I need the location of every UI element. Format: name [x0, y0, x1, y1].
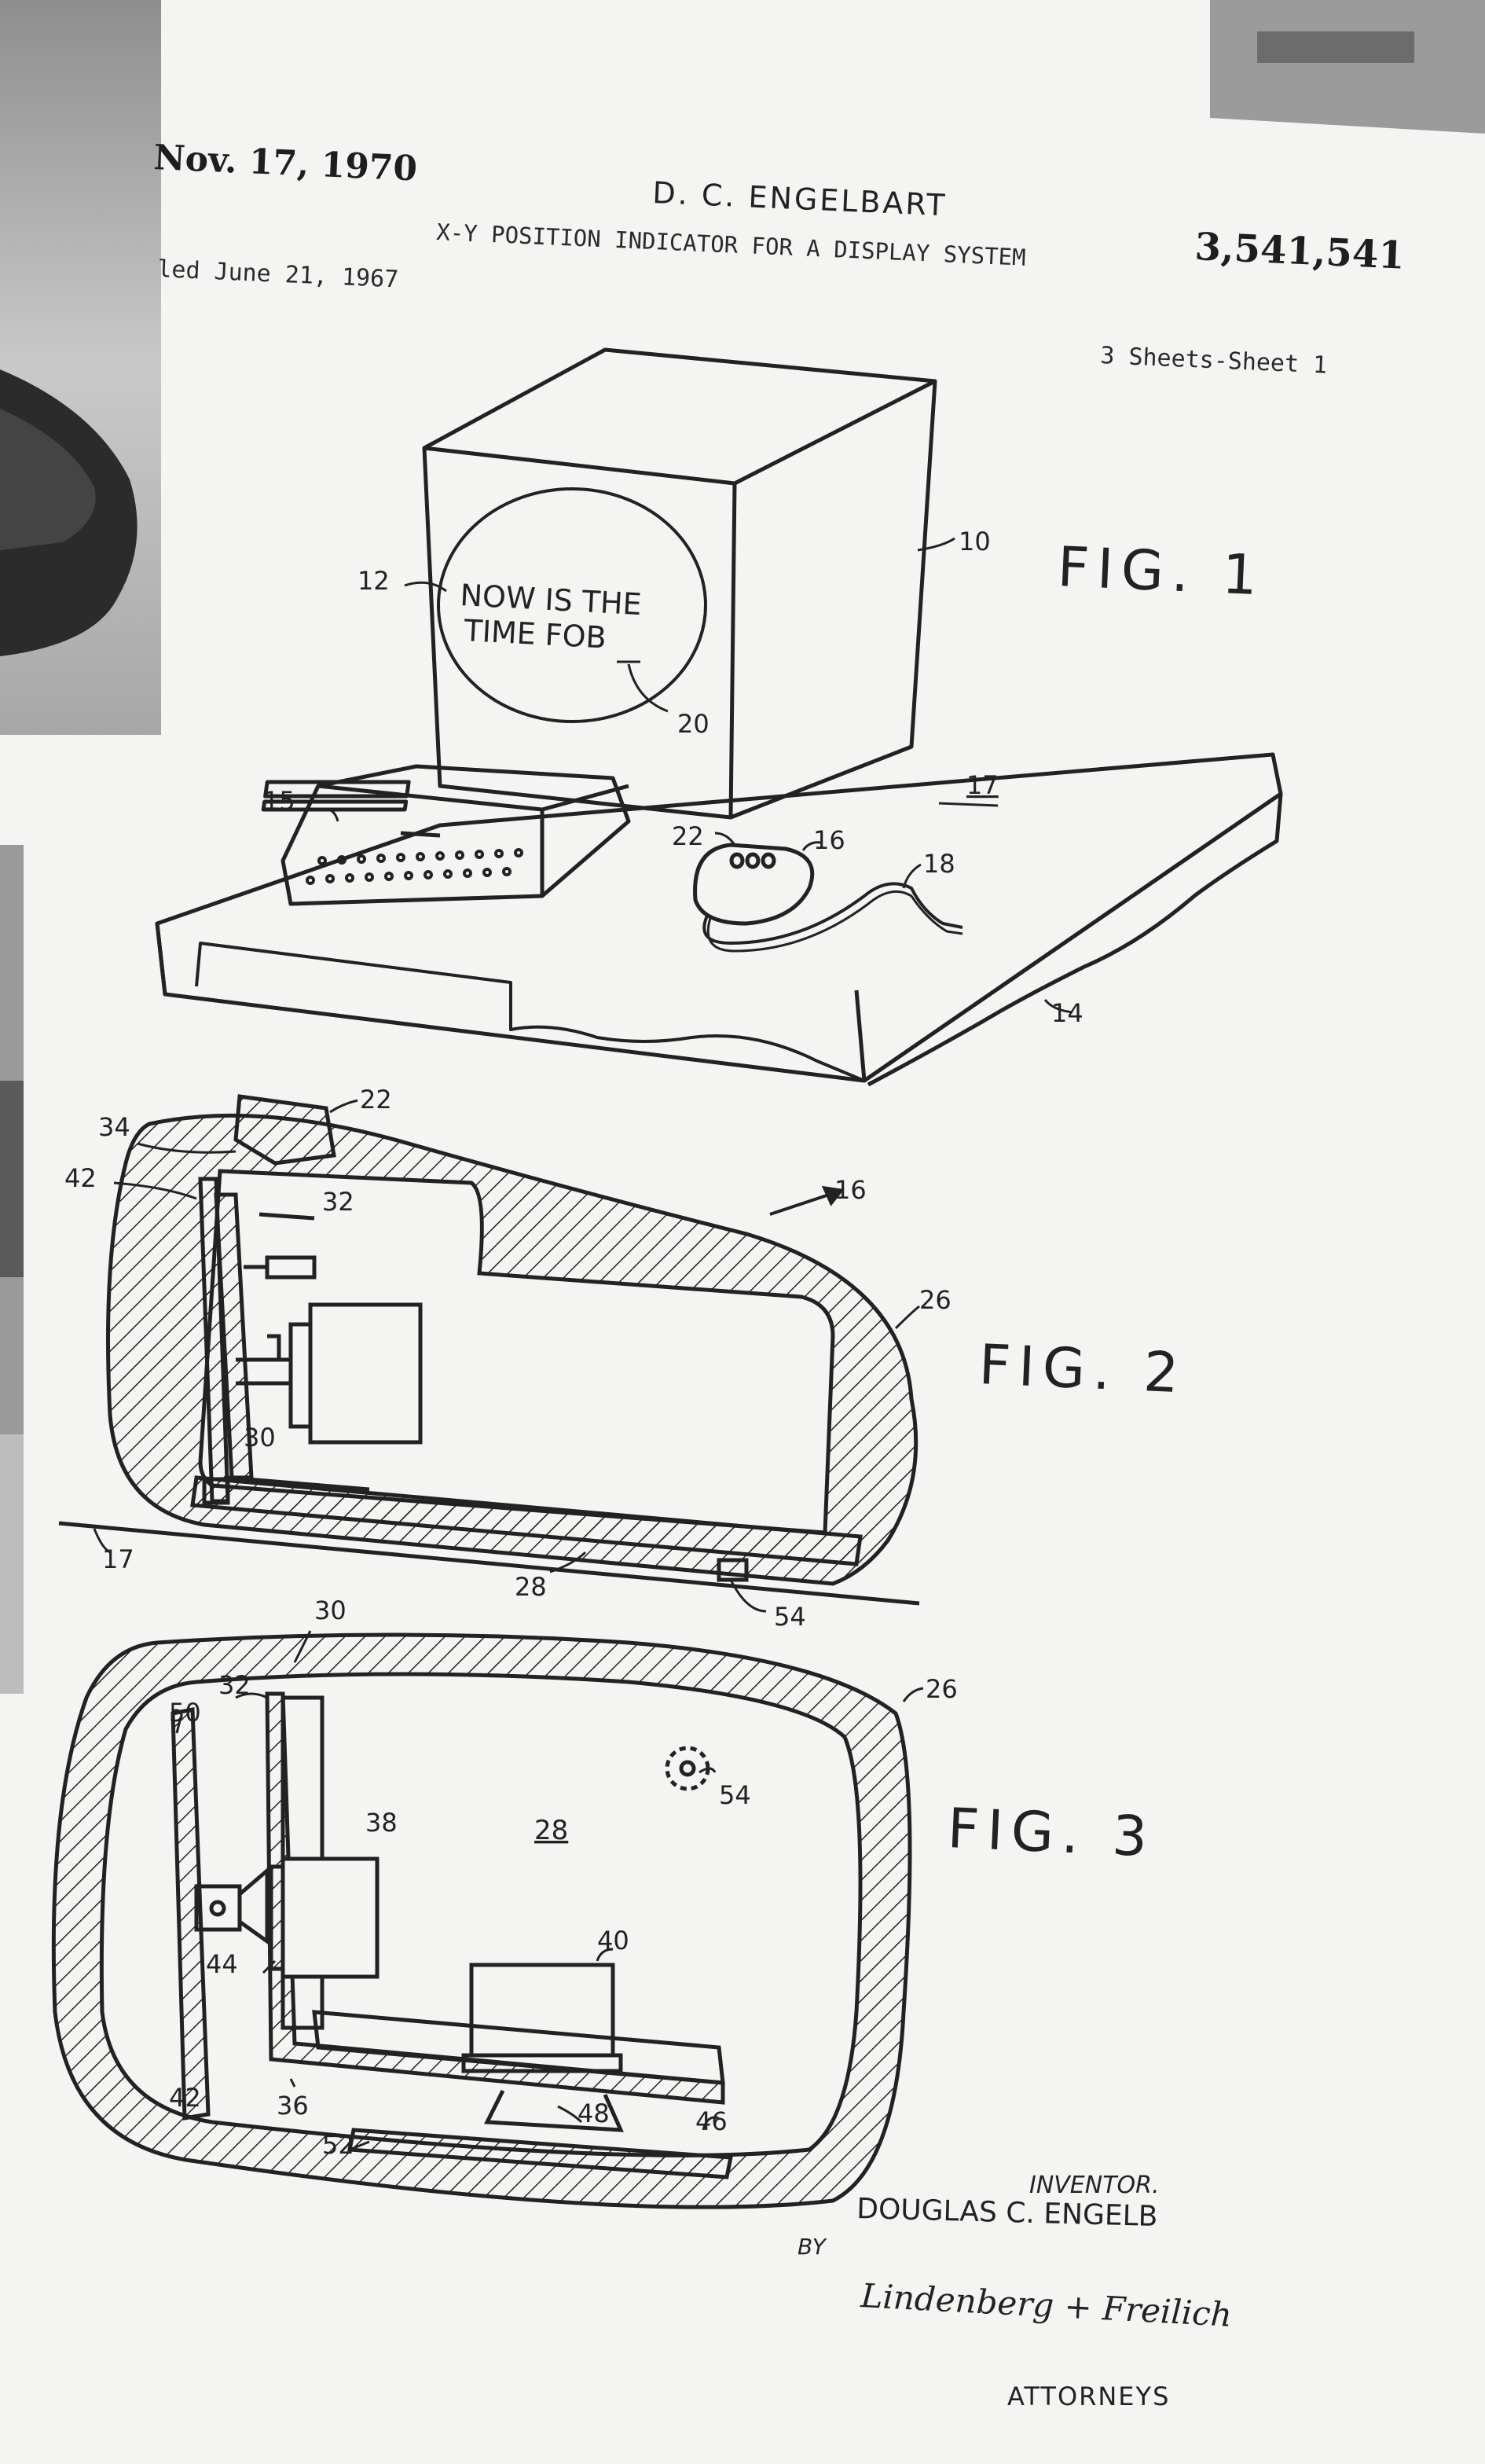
photo-top-left	[0, 0, 161, 735]
photo-mid-left	[0, 845, 24, 1694]
